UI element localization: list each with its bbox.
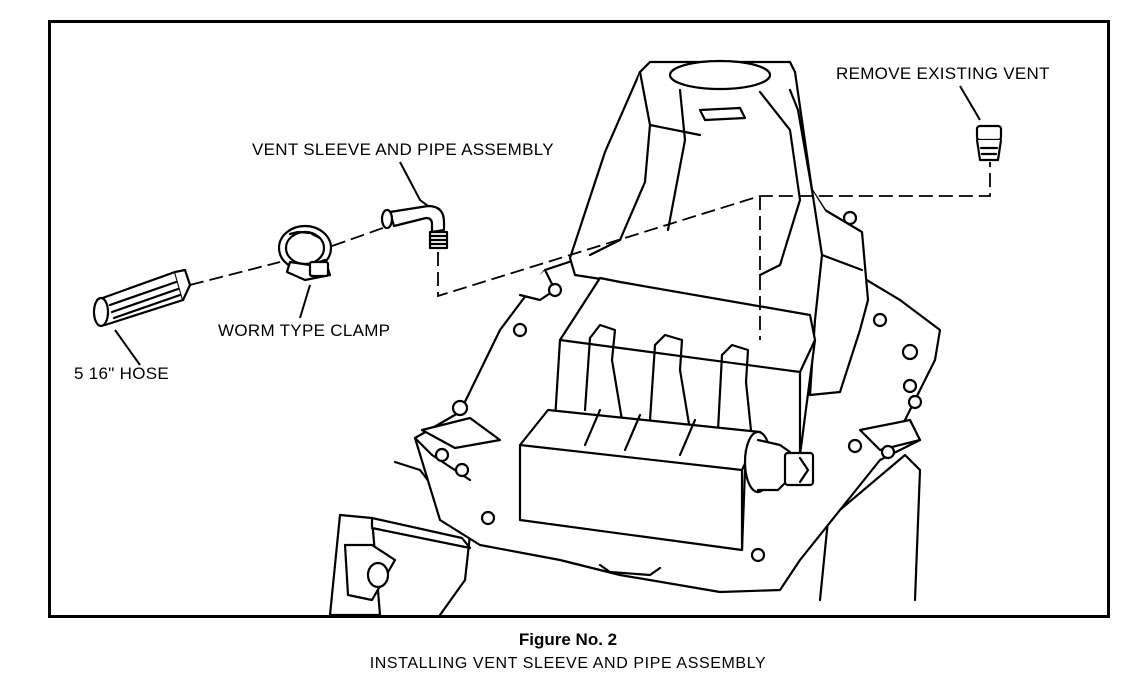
vent-pipe-part: [380, 204, 449, 250]
label-vent-sleeve-pipe-assembly: VENT SLEEVE AND PIPE ASSEMBLY: [252, 140, 554, 159]
figure-caption-subtitle: INSTALLING VENT SLEEVE AND PIPE ASSEMBLY: [369, 655, 767, 672]
rail-block: [518, 408, 815, 552]
worm-clamp-part: [277, 224, 333, 282]
figure-frame: [48, 20, 1110, 618]
hose-part: [92, 268, 192, 328]
figure-caption-title: Figure No. 2: [518, 630, 618, 649]
label-hose: 5 16" HOSE: [74, 364, 170, 383]
label-worm-type-clamp: WORM TYPE CLAMP: [218, 321, 391, 340]
existing-vent-plug: [975, 124, 1003, 162]
shifter-box: [553, 276, 817, 457]
label-remove-existing-vent: REMOVE EXISTING VENT: [836, 64, 1050, 83]
transmission-housing: [328, 453, 922, 617]
